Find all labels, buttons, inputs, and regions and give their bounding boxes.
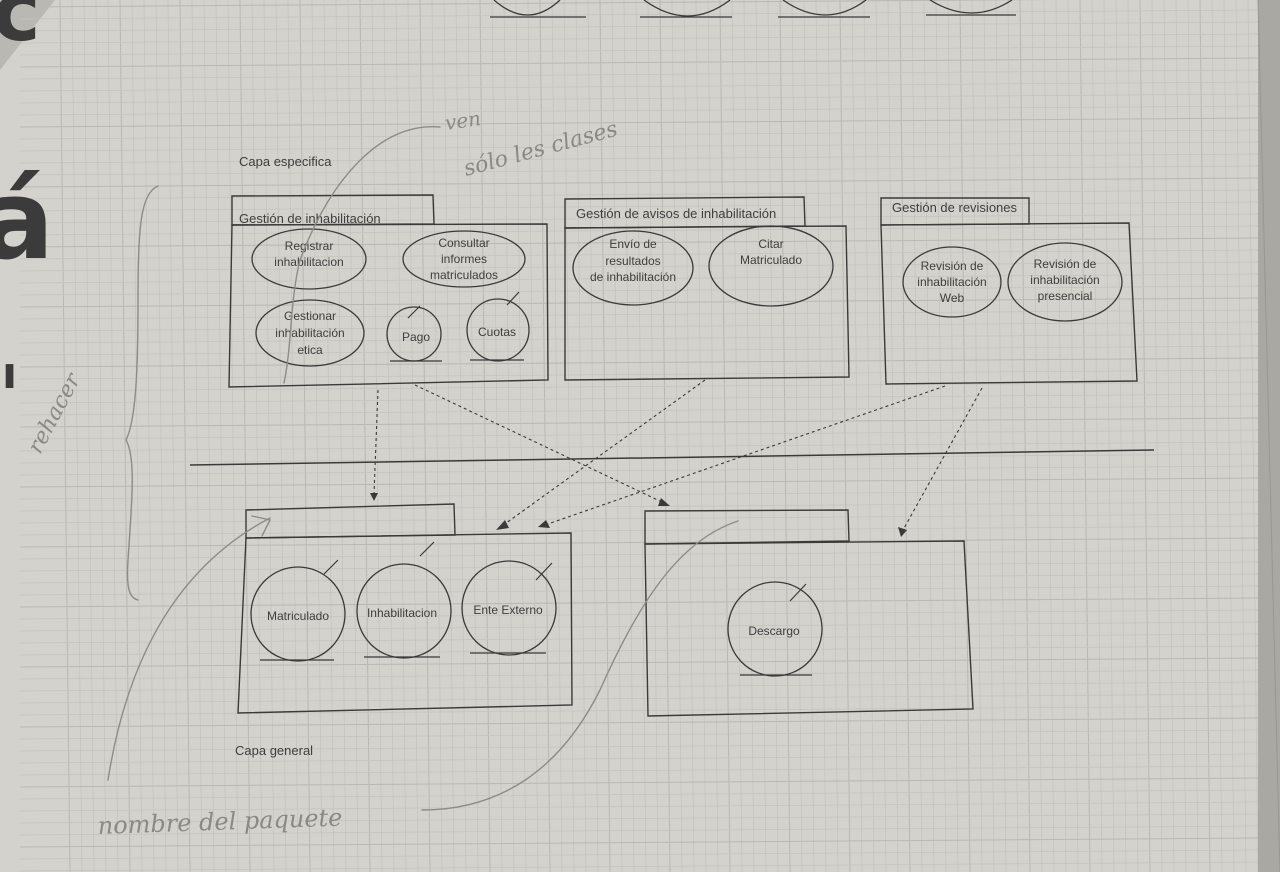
svg-text:Matriculado: Matriculado (740, 253, 802, 267)
pencil-connector-bottom-left (107, 517, 271, 781)
svg-text:inhabilitación: inhabilitación (275, 326, 344, 340)
svg-text:Cuotas: Cuotas (478, 325, 516, 339)
package-avisos: Gestión de avisos de inhabilitación Enví… (564, 196, 850, 381)
package-descargo: Descargo (644, 509, 974, 717)
svg-text:Web: Web (940, 291, 965, 305)
package-title: Gestión de avisos de inhabilitación (576, 206, 776, 221)
use-case-envio: Envío de resultados de inhabilitación (572, 230, 694, 306)
svg-text:Consultar: Consultar (438, 236, 489, 250)
top-cutoff-entities (490, 0, 1016, 18)
use-case-registrar: Registrar inhabilitacion (251, 228, 367, 290)
use-case-citar: Citar Matriculado (708, 225, 834, 307)
entity-inhabilitacion: Inhabilitacion (356, 541, 452, 659)
grid-paper (19, 0, 1261, 872)
layer-general-label: Capa general (235, 743, 313, 758)
use-case-gestionar: Gestionar inhabilitación etica (255, 299, 365, 367)
layer-specific-label: Capa especifica (239, 154, 332, 169)
entity-ente-externo: Ente Externo (461, 560, 557, 656)
use-case-consultar: Consultar informes matriculados (402, 230, 526, 288)
svg-text:Matriculado: Matriculado (267, 609, 329, 623)
svg-text:Inhabilitacion: Inhabilitacion (367, 606, 437, 620)
svg-text:Descargo: Descargo (748, 624, 800, 638)
background-letter-c: c (0, 0, 41, 60)
svg-text:informes: informes (441, 252, 487, 266)
pencil-note-ven: ven (443, 106, 482, 135)
svg-text:etica: etica (297, 343, 323, 357)
entity-cuotas: Cuotas (466, 291, 530, 362)
dependency-arrows (370, 379, 983, 537)
svg-text:matriculados: matriculados (430, 268, 498, 282)
package-title: Gestión de inhabilitación (239, 211, 381, 226)
entity-descargo: Descargo (727, 581, 823, 677)
package-revisiones: Gestión de revisiones Revisión de inhabi… (880, 197, 1138, 385)
pencil-brace-left (125, 185, 159, 601)
svg-text:presencial: presencial (1038, 289, 1093, 303)
package-title: Gestión de revisiones (892, 200, 1018, 215)
svg-text:resultados: resultados (605, 254, 660, 268)
svg-text:Ente Externo: Ente Externo (473, 603, 543, 617)
use-case-revision-presencial: Revisión de inhabilitación presencial (1007, 242, 1123, 322)
use-case-revision-web: Revisión de inhabilitación Web (902, 246, 1002, 318)
svg-text:de inhabilitación: de inhabilitación (590, 270, 676, 284)
svg-text:Revisión de: Revisión de (1034, 257, 1097, 271)
svg-text:inhabilitación: inhabilitación (1030, 273, 1099, 287)
svg-text:Registrar: Registrar (285, 239, 334, 253)
entity-matriculado: Matriculado (250, 559, 346, 662)
right-page-edge (1257, 0, 1280, 872)
svg-text:Envío de: Envío de (609, 237, 657, 251)
pencil-connector-bottom-right (421, 520, 739, 811)
svg-text:Pago: Pago (402, 330, 430, 344)
svg-text:Revisión de: Revisión de (921, 259, 984, 273)
svg-text:inhabilitación: inhabilitación (917, 275, 986, 289)
svg-text:Citar: Citar (758, 237, 783, 251)
background-letter-i: ı (2, 348, 17, 399)
svg-text:inhabilitacion: inhabilitacion (274, 255, 343, 269)
package-inhabilitacion: Gestión de inhabilitación Registrar inha… (228, 194, 549, 388)
pencil-connector-top (283, 126, 441, 384)
layer-divider (189, 449, 1155, 466)
svg-text:Gestionar: Gestionar (284, 309, 336, 323)
pencil-tick-bottom-left (251, 515, 272, 537)
background-letter-a: á (0, 156, 54, 284)
package-general-entities: Matriculado Inhabilitacion Ente Externo (237, 503, 573, 714)
entity-pago: Pago (386, 305, 442, 362)
